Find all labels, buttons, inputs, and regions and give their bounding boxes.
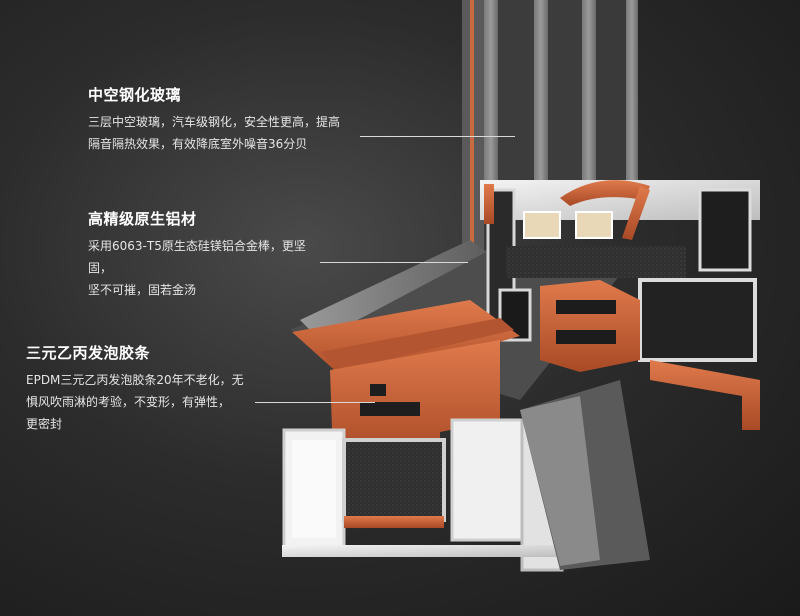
callout-glass-line2: 隔音隔热效果，有效降底室外噪音36分贝: [88, 137, 308, 151]
callout-aluminum-line2: 坚不可摧，固若金汤: [88, 283, 197, 297]
callout-glass-text: 三层中空玻璃，汽车级钢化，安全性更高，提高 隔音隔热效果，有效降底室外噪音36分…: [88, 111, 358, 155]
callout-glass-title: 中空钢化玻璃: [88, 86, 182, 104]
callout-aluminum-line1: 采用6063-T5原生态硅镁铝合金棒，更坚固，: [88, 239, 306, 275]
callout-gasket-line1: EPDM三元乙丙发泡胶条20年不老化，无: [26, 373, 244, 387]
callout-glass-line1: 三层中空玻璃，汽车级钢化，安全性更高，提高: [88, 115, 341, 129]
callout-aluminum: 高精级原生铝材 采用6063-T5原生态硅镁铝合金棒，更坚固， 坚不可摧，固若金…: [88, 208, 328, 301]
callout-gasket-title: 三元乙丙发泡胶条: [26, 344, 151, 362]
callout-aluminum-title: 高精级原生铝材: [88, 210, 197, 228]
leader-line-aluminum: [320, 262, 468, 263]
glass-panes: [462, 0, 638, 300]
callout-aluminum-text: 采用6063-T5原生态硅镁铝合金棒，更坚固， 坚不可摧，固若金汤: [88, 235, 328, 301]
callout-gasket-line2: 惧风吹雨淋的考验，不变形，有弹性，: [26, 395, 231, 409]
callout-gasket-text: EPDM三元乙丙发泡胶条20年不老化，无 惧风吹雨淋的考验，不变形，有弹性， 更…: [26, 369, 266, 435]
leader-line-glass: [360, 136, 515, 137]
callout-gasket: 三元乙丙发泡胶条 EPDM三元乙丙发泡胶条20年不老化，无 惧风吹雨淋的考验，不…: [26, 342, 266, 435]
sash-profile: [480, 180, 760, 430]
leader-line-gasket: [255, 402, 375, 403]
callout-glass: 中空钢化玻璃 三层中空玻璃，汽车级钢化，安全性更高，提高 隔音隔热效果，有效降底…: [88, 84, 358, 155]
callout-gasket-line3: 更密封: [26, 417, 63, 431]
frame-profile: [282, 300, 650, 572]
